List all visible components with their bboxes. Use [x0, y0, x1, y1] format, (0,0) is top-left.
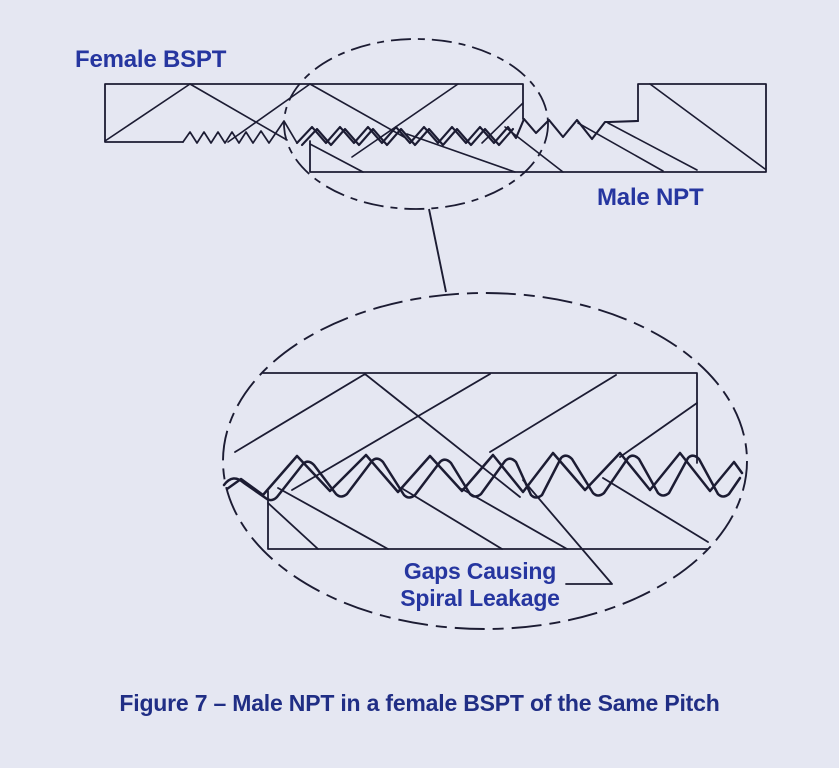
gaps-leader-line	[522, 479, 613, 585]
male-block-outline	[309, 83, 767, 173]
magnified-male-hatch-lines	[267, 477, 709, 550]
female-hatch-lines	[104, 83, 524, 158]
detail-connector-line	[428, 208, 447, 293]
female-thread-leadin	[182, 120, 298, 144]
male-npt-label: Male NPT	[597, 184, 704, 211]
female-block-outline	[104, 83, 524, 143]
engaged-thread-female-profile	[300, 127, 515, 147]
gaps-label-line2: Spiral Leakage	[400, 585, 560, 611]
gaps-spiral-leakage-label: Gaps Causing Spiral Leakage	[345, 558, 615, 612]
gaps-label-line1: Gaps Causing	[403, 558, 557, 584]
magnified-thread-male-profile	[225, 451, 744, 497]
detail-callout-ellipse-small	[283, 38, 549, 210]
magnified-female-hatch-lines	[234, 373, 698, 498]
male-hatch-lines	[309, 83, 766, 173]
engaged-thread-male-profile	[295, 117, 640, 145]
magnified-thread-female-profile	[222, 454, 742, 502]
magnified-female-block-outline	[262, 372, 698, 464]
female-bspt-label: Female BSPT	[75, 46, 227, 73]
magnified-male-block-outline	[267, 490, 709, 550]
detail-callout-ellipse-large	[222, 292, 748, 630]
figure-caption: Figure 7 – Male NPT in a female BSPT of …	[119, 690, 720, 716]
